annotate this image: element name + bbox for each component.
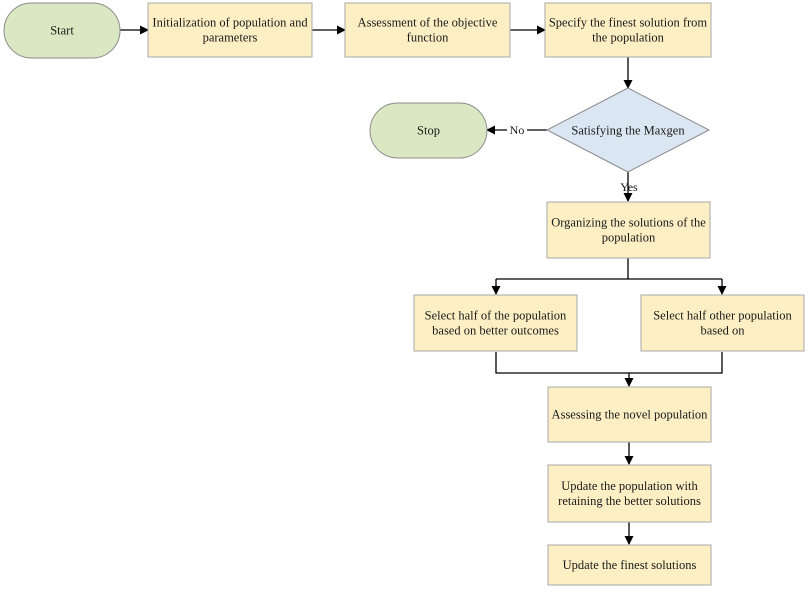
no-label: No — [510, 123, 525, 137]
organize-label-line-2: population — [602, 231, 656, 245]
novel-process-box: Assessing the novel population — [547, 386, 712, 443]
no-label-bg — [507, 123, 527, 137]
organize-label-line-1: Organizing the solutions of the — [551, 216, 706, 230]
init-label-line-2: parameters — [203, 31, 258, 45]
assess-label-line-2: function — [407, 31, 449, 45]
stop-label-line-1: Stop — [417, 124, 440, 138]
update-label-line-2: retaining the better solutions — [558, 494, 701, 508]
edge-organize-split — [496, 258, 722, 280]
stop-label: Stop — [417, 124, 440, 138]
update-label-line-1: Update the population with — [561, 479, 698, 493]
assess-label-line-1: Assessment of the objective — [358, 16, 498, 30]
start-label: Start — [50, 24, 74, 38]
decision-label-line-1: Satisfying the Maxgen — [571, 124, 685, 138]
finest-process-box: Update the finest solutions — [547, 544, 712, 586]
yes-label: Yes — [620, 180, 638, 194]
init-label-line-1: Initialization of population and — [152, 16, 308, 30]
stop-terminal: Stop — [369, 102, 488, 159]
specify-label-line-1: Specify the finest solution from — [549, 16, 708, 30]
select-left-label-line-1: Select half of the population — [425, 309, 567, 323]
start-terminal: Start — [3, 2, 121, 59]
select-left-label-line-2: based on better outcomes — [432, 324, 559, 338]
finest-label: Update the finest solutions — [563, 558, 697, 572]
maxgen-decision: Satisfying the Maxgen — [545, 87, 711, 173]
specify-label-line-2: the population — [592, 31, 665, 45]
finest-label-line-1: Update the finest solutions — [563, 558, 697, 572]
edge-merge — [495, 352, 723, 374]
select-right-label-line-2: based on — [700, 324, 745, 338]
novel-label: Assessing the novel population — [552, 408, 709, 422]
novel-label-line-1: Assessing the novel population — [552, 408, 709, 422]
edge-labels: No Yes — [507, 123, 638, 194]
start-label-line-1: Start — [50, 24, 74, 38]
select-right-label-line-1: Select half other population — [653, 309, 792, 323]
decision-label: Satisfying the Maxgen — [571, 124, 685, 138]
